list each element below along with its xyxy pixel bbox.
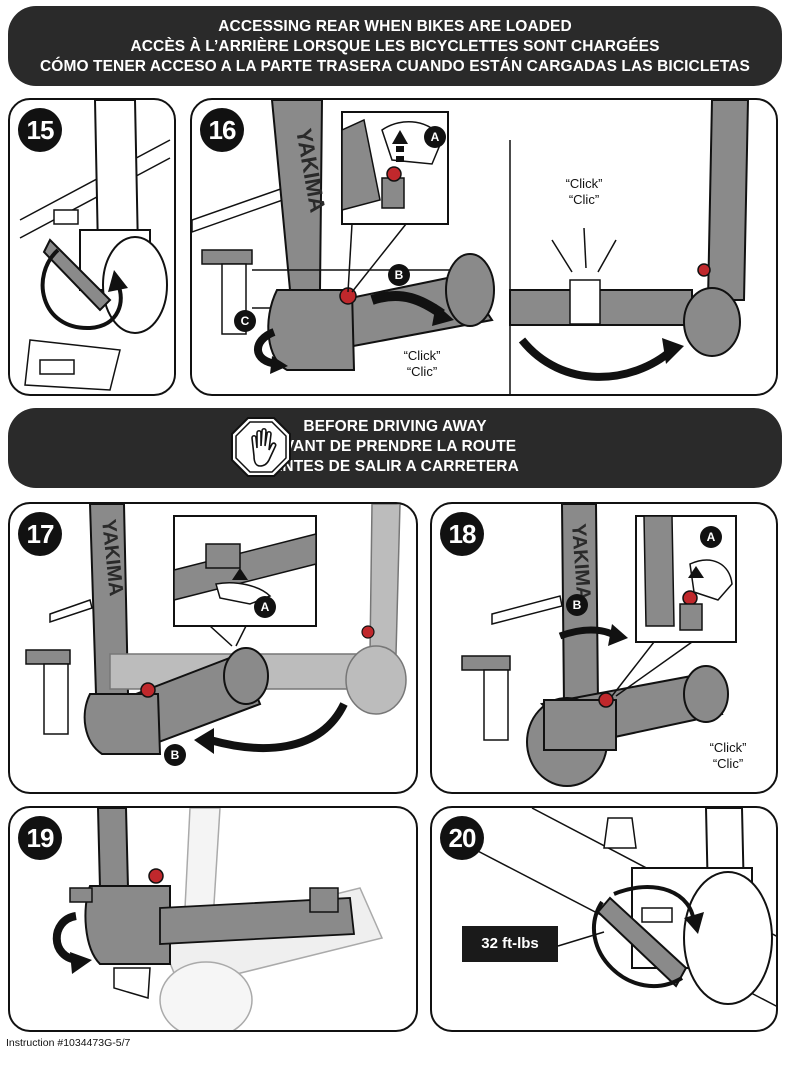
click-label-en: “Click” [544, 176, 624, 192]
step-15-panel: 15 [8, 98, 176, 396]
banner-line-en: ACCESSING REAR WHEN BIKES ARE LOADED [8, 17, 782, 37]
rear-access-banner: ACCESSING REAR WHEN BIKES ARE LOADED ACC… [8, 6, 782, 86]
stop-hand-icon [230, 416, 292, 478]
banner-line-fr: ACCÈS À L’ARRIÈRE LORSQUE LES BICYCLETTE… [8, 37, 782, 57]
callout-badge-a: A [424, 126, 446, 148]
callout-badge-b: B [566, 594, 588, 616]
click-label-fr: “Clic” [382, 364, 462, 380]
step-number-17: 17 [18, 512, 62, 556]
step-number-20: 20 [440, 816, 484, 860]
step-number-16: 16 [200, 108, 244, 152]
step-18-panel: YAKIMA 18 A B “Click” “Clic” [430, 502, 778, 794]
banner-line-fr: AVANT DE PRENDRE LA ROUTE [8, 437, 782, 457]
before-driving-banner: BEFORE DRIVING AWAY AVANT DE PRENDRE LA … [8, 408, 782, 488]
banner-line-en: BEFORE DRIVING AWAY [8, 417, 782, 437]
torque-spec-label: 32 ft-lbs [462, 926, 558, 962]
click-label-fr: “Clic” [688, 756, 768, 772]
click-label-en: “Click” [382, 348, 462, 364]
banner-line-es: CÓMO TENER ACCESO A LA PARTE TRASERA CUA… [8, 57, 782, 77]
step-16-illustration: YAKIMA [192, 100, 778, 396]
callout-badge-c: C [234, 310, 256, 332]
step-20-illustration [432, 808, 778, 1032]
callout-badge-a: A [700, 526, 722, 548]
click-sound-label: “Click” “Clic” [688, 740, 768, 772]
step-17-illustration: YAKIMA [10, 504, 418, 794]
callout-badge-a: A [254, 596, 276, 618]
step-number-18: 18 [440, 512, 484, 556]
step-number-19: 19 [18, 816, 62, 860]
callout-badge-b: B [388, 264, 410, 286]
click-sound-label-right: “Click” “Clic” [544, 176, 624, 208]
step-19-panel: 19 [8, 806, 418, 1032]
banner-line-es: ANTES DE SALIR A CARRETERA [8, 457, 782, 477]
step-19-illustration [10, 808, 418, 1032]
click-label-fr: “Clic” [544, 192, 624, 208]
step-17-panel: YAKIMA 17 A B [8, 502, 418, 794]
instruction-number: Instruction #1034473G-5/7 [6, 1037, 130, 1049]
step-number-15: 15 [18, 108, 62, 152]
step-16-panel: YAKIMA 16 A [190, 98, 778, 396]
click-sound-label: “Click” “Clic” [382, 348, 462, 380]
step-20-panel: 20 32 ft-lbs [430, 806, 778, 1032]
callout-badge-b: B [164, 744, 186, 766]
click-label-en: “Click” [688, 740, 768, 756]
